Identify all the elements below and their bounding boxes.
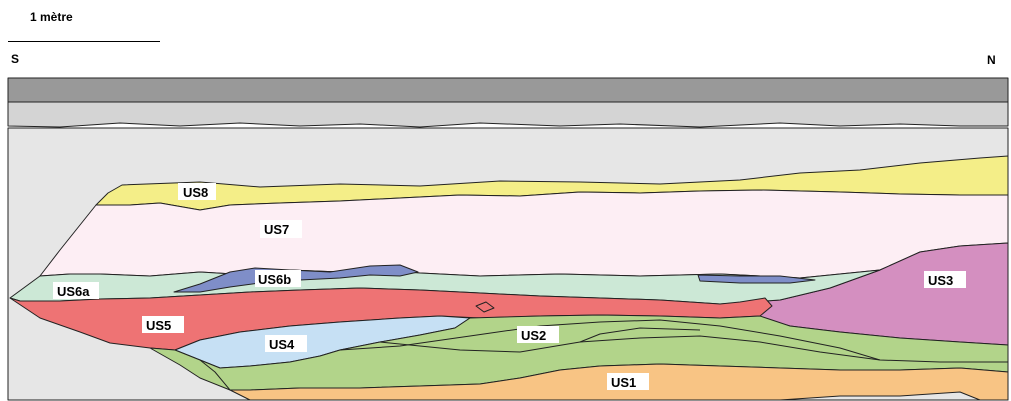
svg-text:US4: US4 [269, 337, 295, 352]
scale-label: 1 mètre [30, 10, 73, 24]
scale-bar [8, 41, 160, 42]
us6b-lens [697, 274, 816, 284]
direction-north: N [987, 53, 996, 67]
top-grey-layer [7, 77, 1009, 103]
svg-text:US2: US2 [521, 328, 546, 343]
svg-text:US3: US3 [928, 273, 953, 288]
svg-text:US1: US1 [611, 375, 636, 390]
svg-text:US5: US5 [146, 318, 171, 333]
label-us6b: US6b [255, 270, 301, 287]
label-us7: US7 [260, 220, 302, 238]
label-us5: US5 [142, 316, 184, 333]
label-us4: US4 [265, 335, 307, 352]
svg-text:US6b: US6b [258, 272, 291, 287]
label-us8: US8 [178, 183, 216, 200]
svg-text:US8: US8 [183, 185, 208, 200]
label-us3: US3 [924, 271, 966, 288]
direction-south: S [11, 52, 20, 66]
upper-grey-layer [7, 101, 1009, 128]
us2-internal-lines [199, 319, 1008, 391]
svg-text:US6a: US6a [57, 284, 90, 299]
us5-inclusion [475, 301, 495, 313]
label-us6a: US6a [53, 282, 99, 299]
svg-text:US7: US7 [264, 222, 289, 237]
label-us1: US1 [607, 373, 649, 390]
label-us2: US2 [517, 326, 559, 343]
